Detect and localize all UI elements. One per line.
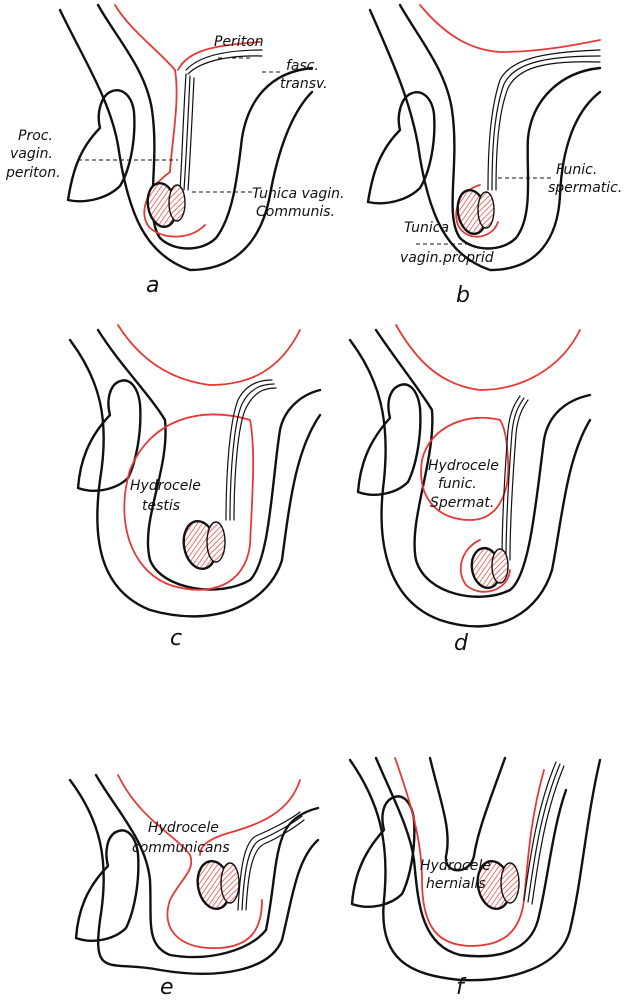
label-tunica: Tunica (404, 220, 449, 236)
label-testis: testis (142, 498, 180, 514)
label-transv: transv. (280, 76, 328, 92)
abdominal-wall-inner (400, 5, 600, 249)
spermatic-cord (524, 762, 564, 904)
panel-a: Periton fasc. transv. Proc. vagin. perit… (5, 5, 344, 298)
panel-caption: f (456, 975, 467, 1000)
label-spermat: Spermat. (430, 495, 494, 511)
label-proc: Proc. (18, 128, 53, 144)
penis-outline (358, 384, 420, 494)
spermatic-cord (180, 74, 194, 190)
penis-outline (76, 830, 138, 940)
penis-outline (368, 92, 434, 203)
peritoneum-line (118, 325, 300, 385)
panel-caption: e (160, 975, 174, 1000)
epididymis (492, 549, 508, 583)
peritoneum-line (118, 775, 262, 948)
label-funic: Funic. (556, 162, 597, 178)
epididymis (501, 863, 519, 903)
hernial-sac (395, 758, 544, 946)
label-fasc: fasc. (286, 58, 319, 74)
label-spermatic: spermatic. (548, 180, 622, 196)
panel-f: Hydrocele hernialis f (350, 758, 600, 1000)
label-communicans: communicans (132, 840, 230, 856)
label-periton-proc: periton. (5, 165, 61, 181)
panel-b: Funic. spermatic. Tunica vagin.proprid b (368, 5, 622, 308)
peritoneum-line (396, 325, 580, 390)
epididymis (169, 185, 185, 221)
penis-outline (78, 380, 140, 490)
label-vagin-proprid: vagin.proprid (400, 250, 494, 266)
label-hernialis: hernialis (426, 876, 486, 892)
epididymis (478, 192, 494, 228)
label-vagin: vagin. (10, 146, 53, 162)
label-hydrocele: Hydrocele (420, 858, 491, 874)
label-hydrocele: Hydrocele (148, 820, 219, 836)
label-tunica-vagin: Tunica vagin. (252, 186, 344, 202)
abdominal-wall-outer (60, 10, 312, 270)
label-periton: Periton (214, 34, 264, 50)
label-hydrocele: Hydrocele (130, 478, 201, 494)
label-communis: Communis. (256, 204, 335, 220)
panel-caption: c (170, 626, 182, 651)
epididymis (221, 863, 239, 903)
label-funic: funic. (438, 476, 477, 492)
panel-d: Hydrocele funic. Spermat. d (350, 325, 590, 656)
panel-c: Hydrocele testis c (70, 325, 320, 651)
penis-outline (352, 796, 414, 906)
epididymis (207, 522, 225, 562)
hernia-bowel-loop (430, 758, 505, 870)
panel-caption: b (456, 283, 470, 308)
panel-e: Hydrocele communicans e (70, 775, 318, 1000)
peritoneum-line (420, 5, 600, 52)
spermatic-cord (226, 380, 276, 520)
panel-caption: a (146, 273, 159, 298)
label-hydrocele: Hydrocele (428, 458, 499, 474)
spermatic-cord (502, 396, 528, 560)
panel-caption: d (454, 631, 469, 656)
